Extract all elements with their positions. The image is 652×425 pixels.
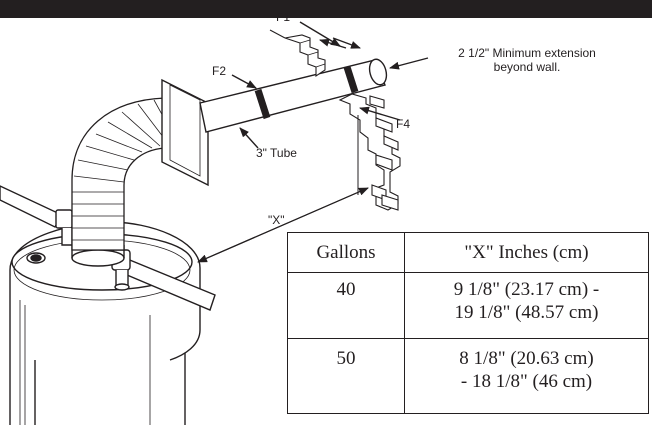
extension-note-line1: 2 1/2" Minimum extension bbox=[458, 46, 596, 60]
brick-wall-bottom bbox=[338, 93, 401, 211]
header-x-inches: "X" Inches (cm) bbox=[404, 232, 649, 273]
x-inches-line2: 19 1/8" (48.57 cm) bbox=[454, 302, 599, 323]
clearance-table: Gallons "X" Inches (cm) 40 9 1/8" (23.17… bbox=[287, 232, 649, 414]
f1-dim-right bbox=[332, 37, 361, 49]
extension-note-line2: beyond wall. bbox=[493, 60, 561, 74]
water-pipe-left bbox=[0, 185, 73, 246]
extension-note: 2 1/2" Minimum extension beyond wall. bbox=[432, 46, 622, 74]
tube-leader bbox=[239, 127, 259, 149]
header-gallons: Gallons bbox=[287, 232, 405, 273]
x-inches-line2: - 18 1/8" (46 cm) bbox=[460, 371, 593, 392]
tube-band-f2 bbox=[254, 88, 271, 120]
water-pipe-right bbox=[111, 249, 216, 311]
x-dimension bbox=[197, 187, 369, 263]
label-f2: F2 bbox=[212, 64, 227, 78]
table-header-row: Gallons "X" Inches (cm) bbox=[287, 232, 649, 273]
leader-lines bbox=[231, 21, 429, 149]
water-heater bbox=[9, 221, 201, 425]
table-row: 50 8 1/8" (20.63 cm) - 18 1/8" (46 cm) bbox=[287, 338, 649, 414]
brick-wall-top bbox=[269, 29, 326, 78]
label-f4: F4 bbox=[396, 117, 411, 131]
tube-band-end bbox=[343, 65, 359, 94]
label-x: "X" bbox=[268, 213, 285, 227]
f1-dim-left bbox=[319, 38, 347, 49]
x-inches-cell: 8 1/8" (20.63 cm) - 18 1/8" (46 cm) bbox=[404, 338, 649, 414]
gallons-cell: 40 bbox=[287, 272, 405, 339]
f1-leader bbox=[299, 21, 341, 47]
f4-leader bbox=[359, 106, 401, 121]
label-tube: 3" Tube bbox=[256, 146, 297, 160]
wall-plate bbox=[161, 78, 209, 187]
vent-collar bbox=[71, 245, 125, 267]
extension-leader bbox=[389, 57, 429, 70]
x-inches-line1: 9 1/8" (23.17 cm) - bbox=[453, 279, 600, 300]
header-bar bbox=[0, 0, 652, 18]
f2-leader bbox=[231, 74, 257, 89]
gallons-cell: 50 bbox=[287, 338, 405, 414]
x-inches-cell: 9 1/8" (23.17 cm) - 19 1/8" (48.57 cm) bbox=[404, 272, 649, 339]
vent-tube bbox=[199, 58, 388, 133]
x-inches-line1: 8 1/8" (20.63 cm) bbox=[459, 348, 594, 369]
table-row: 40 9 1/8" (23.17 cm) - 19 1/8" (48.57 cm… bbox=[287, 272, 649, 339]
label-f1: F1 bbox=[276, 10, 291, 24]
